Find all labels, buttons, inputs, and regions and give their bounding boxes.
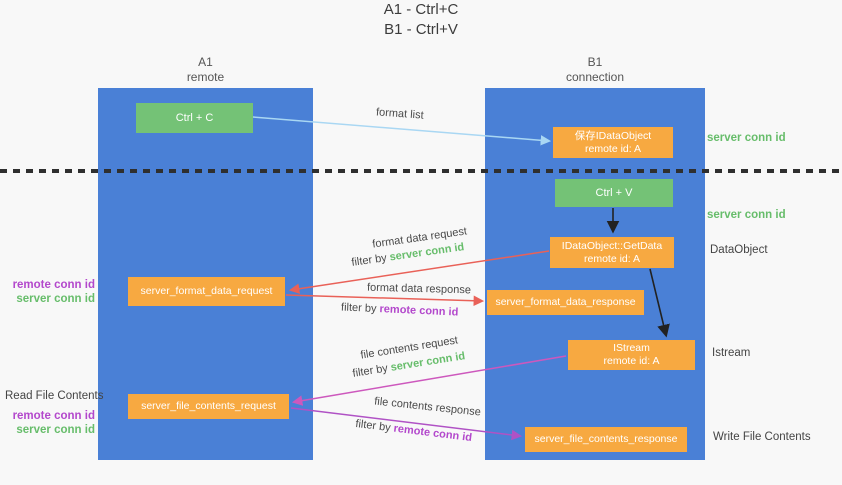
left-remote-conn-id-1: remote conn id — [12, 279, 95, 291]
edge-label-file-contents-response: file contents response — [373, 395, 482, 419]
lane-a1-subtitle: remote — [186, 70, 225, 84]
left-server-conn-id-1: server conn id — [16, 293, 95, 305]
side-label-dataobject: DataObject — [710, 244, 768, 256]
filter-by-prefix: filter by — [351, 361, 392, 380]
edge-label-format-data-response: format data response — [366, 281, 472, 297]
copy-paste-divider-line — [0, 169, 842, 173]
filter-key-remote-conn-id: remote conn id — [392, 422, 473, 445]
left-conn-id-group-2: remote conn id server conn id — [0, 409, 95, 437]
node-server-file-contents-request: server_file_contents_request — [128, 394, 289, 419]
node-idataobject-getdata: IDataObject::GetData remote id: A — [550, 237, 674, 268]
edge-label-format-data-response-filter: filter by remote conn id — [341, 301, 459, 318]
ctrl-c-label: Ctrl + C — [175, 111, 214, 124]
node-save-idataobject: 保存IDataObject remote id: A — [553, 127, 673, 158]
save-idataobject-line1: 保存IDataObject — [574, 129, 652, 142]
title-line-1: A1 - Ctrl+C — [383, 1, 459, 18]
title-line-2: B1 - Ctrl+V — [384, 21, 458, 38]
left-remote-conn-id-2: remote conn id — [12, 410, 95, 422]
save-idataobject-line2: remote id: A — [584, 142, 642, 155]
server-file-contents-request-label: server_file_contents_request — [141, 400, 276, 412]
node-server-format-data-request: server_format_data_request — [128, 277, 285, 306]
filter-by-prefix: filter by — [350, 251, 391, 269]
filter-by-prefix: filter by — [354, 417, 395, 435]
node-ctrl-v: Ctrl + V — [555, 179, 673, 207]
lane-b1-title: B1 — [587, 55, 603, 69]
istream-line1: IStream — [613, 342, 650, 354]
filter-by-prefix: filter by — [340, 301, 380, 316]
side-label-server-conn-id-2: server conn id — [707, 209, 786, 221]
server-format-data-request-label: server_format_data_request — [140, 285, 273, 297]
filter-key-remote-conn-id: remote conn id — [379, 303, 459, 319]
server-file-contents-response-label: server_file_contents_response — [534, 433, 678, 445]
diagram-title: A1 - Ctrl+C B1 - Ctrl+V — [0, 0, 842, 40]
node-server-file-contents-response: server_file_contents_response — [525, 427, 687, 452]
lane-b1-subtitle: connection — [565, 70, 625, 84]
ctrl-v-label: Ctrl + V — [595, 186, 633, 199]
getdata-line2: remote id: A — [583, 252, 641, 265]
node-istream: IStream remote id: A — [568, 340, 695, 370]
side-label-read-file-contents: Read File Contents — [5, 390, 104, 402]
server-format-data-response-label: server_format_data_response — [495, 296, 636, 308]
getdata-line1: IDataObject::GetData — [561, 239, 663, 252]
side-label-write-file-contents: Write File Contents — [713, 431, 811, 443]
edge-label-format-list: format list — [375, 106, 425, 122]
lane-header-a1: A1 remote — [98, 55, 313, 85]
left-conn-id-group-1: remote conn id server conn id — [0, 278, 95, 306]
side-label-istream: Istream — [712, 347, 751, 359]
istream-line2: remote id: A — [603, 355, 660, 367]
edge-label-file-contents-response-filter: filter by remote conn id — [355, 418, 473, 444]
left-server-conn-id-2: server conn id — [16, 424, 95, 436]
node-ctrl-c: Ctrl + C — [136, 103, 253, 133]
lane-a1-title: A1 — [198, 55, 213, 69]
side-label-server-conn-id-1: server conn id — [707, 132, 786, 144]
lane-header-b1: B1 connection — [485, 55, 705, 85]
node-server-format-data-response: server_format_data_response — [487, 290, 644, 315]
